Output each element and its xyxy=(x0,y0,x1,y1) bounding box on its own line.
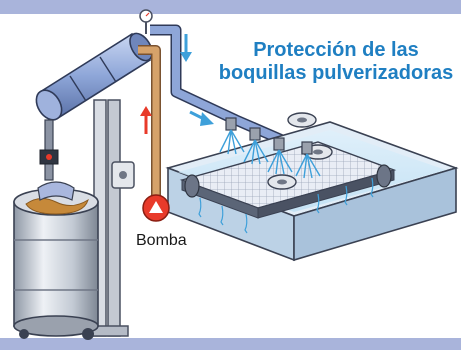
diagram-title-line-1: Protección de las xyxy=(253,39,419,61)
filter-housing xyxy=(35,32,153,121)
spray-cones xyxy=(219,129,321,179)
suction-hose xyxy=(138,45,161,198)
flow-arrow-down-icon xyxy=(180,34,192,62)
flow-arrow-up-icon xyxy=(140,106,152,134)
pressure-gauge-icon xyxy=(139,9,153,34)
top-frame-band xyxy=(0,0,461,14)
collection-drum xyxy=(13,181,99,340)
pump-label: Bomba xyxy=(136,232,187,249)
control-box xyxy=(111,161,135,189)
bottom-frame-band xyxy=(0,338,461,350)
workpieces xyxy=(267,112,333,190)
diagram-title-line-2: boquillas pulverizadoras xyxy=(218,62,454,84)
pump-icon xyxy=(142,194,170,222)
flow-arrow-right-icon xyxy=(189,110,214,126)
filter-discharge-line xyxy=(39,119,59,181)
drain-droplets xyxy=(198,177,374,234)
